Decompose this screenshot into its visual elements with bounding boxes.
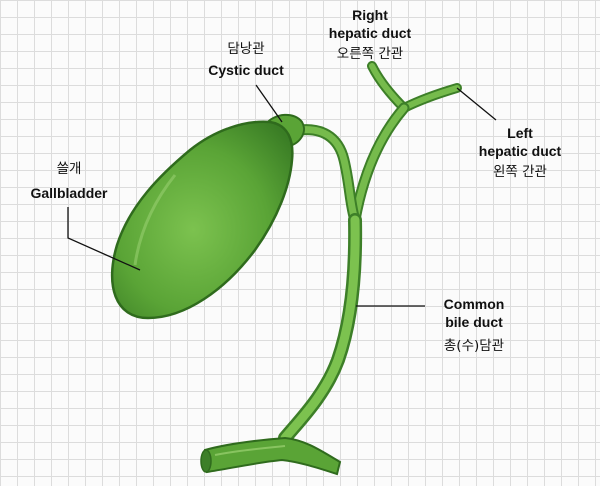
left-hepatic-en-2: hepatic duct (478, 143, 562, 159)
right-hepatic-en-1: Right (352, 7, 388, 23)
right-hepatic-en-2: hepatic duct (328, 25, 412, 41)
common-bile-en-1: Common (443, 296, 505, 312)
label-cystic-duct: 담낭관 Cystic duct (186, 40, 306, 79)
gallbladder-en: Gallbladder (30, 185, 108, 201)
left-hepatic-en-1: Left (507, 125, 533, 141)
gallbladder-ko: 쓸개 (56, 161, 82, 177)
common-bile-ko: 총(수)담관 (443, 338, 505, 354)
label-gallbladder: 쓸개 Gallbladder (10, 160, 128, 202)
label-right-hepatic-duct: Right hepatic duct 오른쪽 간관 (300, 6, 440, 63)
common-bile-en-2: bile duct (445, 314, 503, 330)
duodenal-segment (203, 436, 342, 476)
common-hepatic-duct (349, 102, 410, 226)
gallbladder (110, 120, 294, 320)
cystic-en: Cystic duct (208, 62, 284, 78)
leader-lines (67, 84, 497, 307)
label-left-hepatic-duct: Left hepatic duct 왼쪽 간관 (450, 124, 590, 181)
cystic-ko: 담낭관 (227, 41, 265, 57)
leader-gallbladder (67, 207, 141, 271)
left-hepatic-ko: 왼쪽 간관 (493, 164, 547, 180)
leader-cystic (255, 84, 283, 123)
label-common-bile-duct: Common bile duct 총(수)담관 (418, 295, 530, 355)
right-hepatic-ko: 오른쪽 간관 (336, 46, 404, 62)
leader-left-hepatic (456, 87, 497, 121)
